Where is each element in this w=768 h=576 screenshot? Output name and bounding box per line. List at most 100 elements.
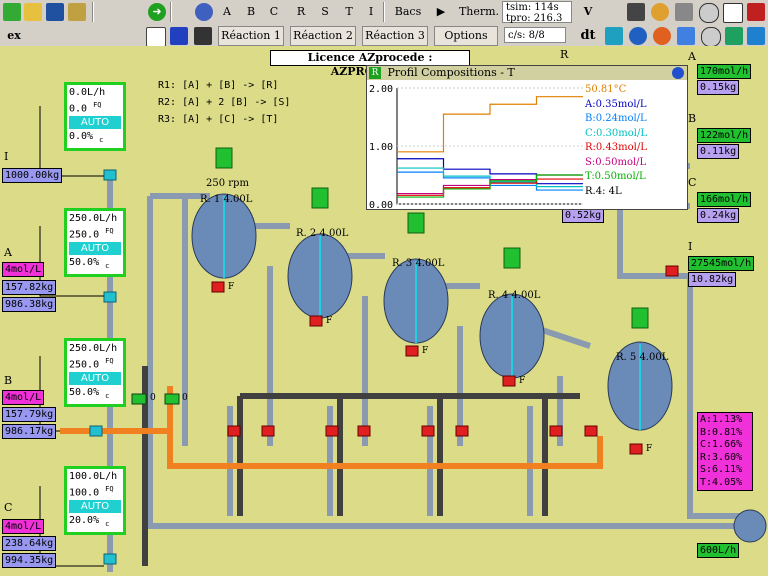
- out-i-label: I: [688, 240, 693, 253]
- tsim-readout: tsim: 114s: [506, 2, 559, 13]
- product-s-button[interactable]: S: [321, 5, 329, 18]
- feed-b-auto-button[interactable]: AUTO: [69, 372, 121, 386]
- reaction-2-equation: R2: [A] + 2 [B] -> [S]: [158, 97, 291, 108]
- feed-c-button[interactable]: C: [269, 5, 279, 18]
- chart-series-T2: [397, 174, 583, 198]
- feed-a-conc: 4mol/L: [2, 262, 45, 277]
- reactor-2-label[interactable]: R. 2 4.00L: [296, 228, 349, 239]
- screen-icon[interactable]: [723, 3, 743, 23]
- feed-i-controller[interactable]: 0.0L/h 0.0 FQ AUTO 0.0% c: [64, 82, 126, 152]
- dt-button[interactable]: dt: [580, 28, 596, 43]
- out-c-flow: 166mol/h: [697, 192, 752, 207]
- product-r-mass: 0.52kg: [562, 208, 605, 223]
- feed-c-controller[interactable]: 100.0L/h 100.0 FQ AUTO 20.0% c: [64, 466, 126, 536]
- valve-f-label-r5: F: [646, 444, 653, 454]
- valve-zero-label-2: 0: [182, 393, 188, 403]
- bacs-button[interactable]: Bacs: [394, 5, 422, 18]
- chart-legend-item: B:0.24mol/L: [585, 113, 647, 124]
- product-r-label: R: [560, 48, 569, 61]
- tab-reaction-2[interactable]: Réaction 2: [290, 26, 356, 46]
- feed-c-auto-button[interactable]: AUTO: [69, 500, 121, 514]
- outflow-rate: 600L/h: [697, 543, 740, 558]
- save-icon[interactable]: [46, 3, 64, 21]
- feed-a-mass1: 157.82kg: [2, 280, 57, 295]
- v-button[interactable]: V: [583, 5, 593, 18]
- feed-a-auto-button[interactable]: AUTO: [69, 242, 121, 256]
- firefox-icon[interactable]: [653, 27, 671, 45]
- out-b-flow: 122mol/h: [697, 128, 752, 143]
- feed-i-auto-button[interactable]: AUTO: [69, 116, 121, 130]
- feed-b-label: B: [4, 374, 13, 387]
- tree-icon[interactable]: [68, 3, 86, 21]
- chart-title: Profil Compositions - T: [387, 66, 515, 79]
- out-a-mass: 0.15kg: [697, 80, 740, 95]
- valve-f-label-r2: F: [326, 316, 333, 326]
- feed-b-button[interactable]: B: [246, 5, 256, 18]
- chart-ytick-label: 2.00: [369, 84, 393, 95]
- reactor-4-label[interactable]: R. 4 4.00L: [488, 290, 541, 301]
- network-icon[interactable]: [629, 27, 647, 45]
- image-icon[interactable]: [725, 27, 743, 45]
- equalizer-icon[interactable]: [605, 27, 623, 45]
- feed-c-flow: 100.0L/h: [69, 471, 118, 482]
- feed-a-flow: 250.0L/h: [69, 213, 118, 224]
- calculator-icon[interactable]: [146, 27, 166, 47]
- feed-b-conc: 4mol/L: [2, 390, 45, 405]
- comp-a: A:1.13%: [700, 414, 743, 425]
- chart-legend-item: C:0.30mol/L: [585, 127, 647, 139]
- feed-a-controller[interactable]: 250.0L/h 250.0 FQ AUTO 50.0% c: [64, 208, 126, 278]
- feed-i-flow: 0.0L/h: [69, 87, 106, 98]
- comp-r: R:3.60%: [700, 451, 743, 463]
- cps-readout: c/s: 8/8: [504, 27, 566, 43]
- chart-title-bar[interactable]: R Profil Compositions - T: [367, 66, 687, 80]
- product-t-button[interactable]: T: [345, 5, 353, 18]
- gear-icon[interactable]: [651, 3, 669, 21]
- chart-ytick-label: 1.00: [369, 142, 393, 153]
- options-button[interactable]: Options: [434, 26, 498, 46]
- product-r-button[interactable]: R: [296, 5, 306, 18]
- feed-a-label: A: [4, 246, 12, 259]
- camera-icon[interactable]: [627, 3, 645, 21]
- feed-b-flow: 250.0L/h: [69, 343, 118, 354]
- feed-c-mass1: 238.64kg: [2, 536, 57, 551]
- valve-zero-label-1: 0: [150, 393, 156, 403]
- speaker-icon[interactable]: [675, 3, 693, 21]
- close-icon[interactable]: [747, 3, 765, 21]
- refresh-icon[interactable]: [677, 27, 695, 45]
- feed-b-controller[interactable]: 250.0L/h 250.0 FQ AUTO 50.0% c: [64, 338, 126, 408]
- reactor-1-label[interactable]: R. 1 4.00L: [200, 194, 253, 205]
- play-icon[interactable]: ▶: [436, 5, 446, 18]
- out-i-flow: 27545mol/h: [688, 256, 755, 271]
- feed-a-button[interactable]: A: [223, 5, 231, 18]
- tab-reaction-3[interactable]: Réaction 3: [362, 26, 428, 46]
- printer-icon[interactable]: [194, 27, 212, 45]
- reaction-1-equation: R1: [A] + [B] -> [R]: [158, 80, 279, 91]
- zoom-out-icon[interactable]: [701, 27, 721, 47]
- chart-close-icon[interactable]: [672, 67, 684, 79]
- feed-i-mass: 1000.00kg: [2, 168, 63, 183]
- second-toolbar: ex Réaction 1 Réaction 2 Réaction 3 Opti…: [0, 24, 768, 47]
- zoom-in-icon[interactable]: [699, 3, 719, 23]
- chart-legend-item: R.4: 4L: [585, 185, 622, 197]
- feed-a-pct: 50.0% c: [69, 257, 110, 271]
- forward-arrow-icon[interactable]: ➜: [148, 3, 166, 21]
- globe-icon[interactable]: [195, 3, 213, 21]
- feed-c-mass2: 994.35kg: [2, 553, 57, 568]
- reaction-3-equation: R3: [A] + [C] -> [T]: [158, 114, 279, 125]
- lightning-icon[interactable]: [170, 27, 188, 45]
- chart-ytick-label: 0.00: [369, 200, 393, 209]
- open-folder-icon[interactable]: [24, 3, 42, 21]
- inert-i-button[interactable]: I: [368, 5, 374, 18]
- out-b-mass: 0.11kg: [697, 144, 740, 159]
- valve-f-label-r3: F: [422, 346, 429, 356]
- help-icon[interactable]: [747, 27, 765, 45]
- therm-button[interactable]: Therm.: [458, 5, 500, 18]
- chart-legend-item: T:0.50mol/L: [585, 171, 646, 182]
- reactor-5-label[interactable]: R. 5 4.00L: [616, 352, 669, 363]
- new-file-icon[interactable]: [3, 3, 21, 21]
- reactor-3-label[interactable]: R. 3 4.00L: [392, 258, 445, 269]
- feed-c-pct: 20.0% c: [69, 515, 110, 529]
- tab-reaction-1[interactable]: Réaction 1: [218, 26, 284, 46]
